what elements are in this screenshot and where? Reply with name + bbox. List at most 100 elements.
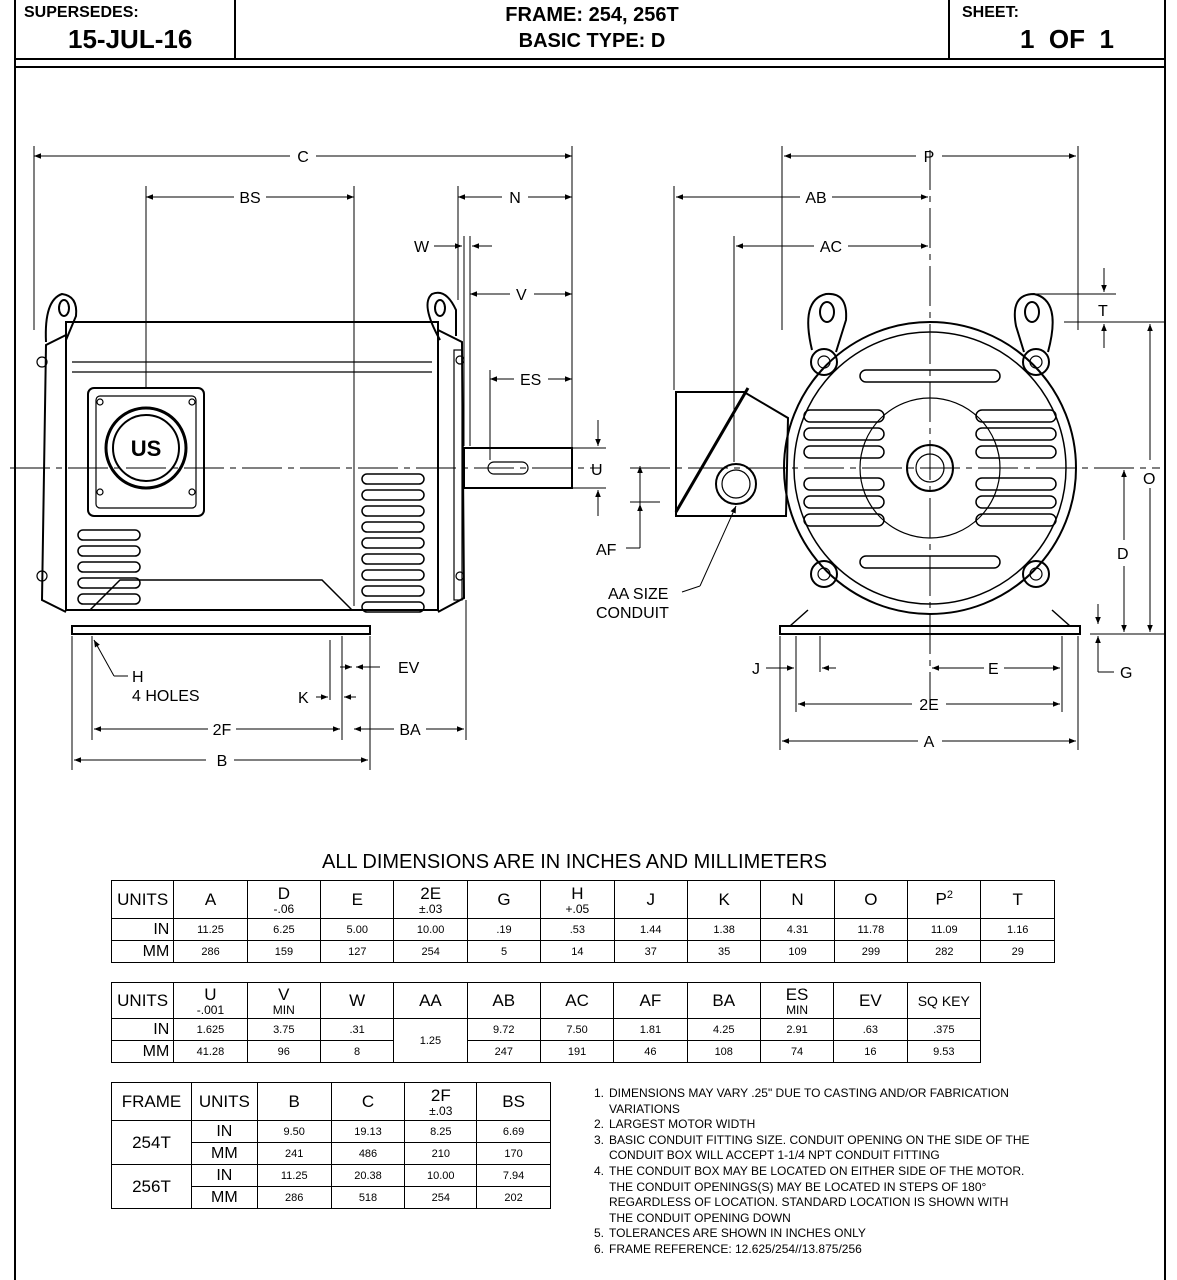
header-units: UNITS <box>190 1082 258 1121</box>
value-cell: 8.25 <box>404 1120 478 1143</box>
value-cell: 10.00 <box>393 918 468 941</box>
dim-label-4-holes: 4 HOLES <box>132 688 200 705</box>
frame-cell-256t: 256T <box>111 1164 192 1209</box>
header-ac: AC <box>539 982 615 1019</box>
dim-label-o: O <box>1143 471 1155 488</box>
table-row: IN 11.25 6.25 5.00 10.00 .19 .53 1.44 1.… <box>110 918 1055 941</box>
sheet-label: SHEET: <box>962 4 1019 21</box>
header-c: C <box>330 1082 406 1121</box>
value-cell: .375 <box>906 1018 982 1041</box>
unit-cell: MM <box>110 940 175 963</box>
unit-cell: IN <box>190 1120 258 1143</box>
table-header-row: UNITS A D-.06 E 2E±.03 G H+.05 J K N O P… <box>110 880 1055 919</box>
header-units: UNITS <box>110 982 175 1019</box>
unit-cell: MM <box>110 1040 175 1063</box>
value-cell: 2.91 <box>759 1018 835 1041</box>
value-cell: 6.69 <box>476 1120 551 1143</box>
title-block: SUPERSEDES: 15-JUL-16 FRAME: 254, 256T B… <box>14 0 1166 60</box>
value-cell: 518 <box>330 1186 406 1209</box>
value-cell: 41.28 <box>173 1040 248 1063</box>
basic-type-line: BASIC TYPE: D <box>518 30 666 52</box>
value-cell: 11.09 <box>907 918 982 941</box>
frame-line: FRAME: 254, 256T <box>505 4 679 26</box>
dim-label-p: P <box>924 149 935 166</box>
dim-label-2e: 2E <box>919 697 939 714</box>
value-cell: .53 <box>540 918 615 941</box>
note-item: 6.FRAME REFERENCE: 12.625/254//13.875/25… <box>594 1241 862 1256</box>
value-cell: 1.44 <box>613 918 688 941</box>
side-view <box>10 291 600 635</box>
value-cell: 282 <box>907 940 982 963</box>
value-cell: 11.25 <box>173 918 248 941</box>
value-cell: 486 <box>330 1142 406 1165</box>
sheet-border <box>14 0 1166 1280</box>
unit-cell: MM <box>190 1186 258 1209</box>
value-cell: 127 <box>320 940 395 963</box>
value-cell: 286 <box>173 940 248 963</box>
header-d: D-.06 <box>246 880 322 919</box>
value-cell: 8 <box>319 1040 395 1063</box>
header-double-rule <box>14 66 1166 68</box>
table-row: MM 241 486 210 170 <box>112 1142 551 1165</box>
value-cell: 5.00 <box>320 918 395 941</box>
dim-label-b: B <box>217 753 228 770</box>
value-cell: 16 <box>833 1040 908 1063</box>
unit-cell: MM <box>190 1142 258 1165</box>
header-a: A <box>173 880 248 919</box>
value-cell: 7.50 <box>539 1018 615 1041</box>
value-cell: 159 <box>246 940 322 963</box>
header-u: U-.001 <box>173 982 248 1019</box>
logo-text: US <box>131 436 162 461</box>
note-item: 3.BASIC CONDUIT FITTING SIZE. CONDUIT OP… <box>594 1132 1030 1163</box>
header-h: H+.05 <box>540 880 615 919</box>
supersedes-label: SUPERSEDES: <box>24 4 139 21</box>
value-cell: 286 <box>256 1186 332 1209</box>
dim-label-ac: AC <box>820 239 842 256</box>
notes-list: 1.DIMENSIONS MAY VARY .25" DUE TO CASTIN… <box>594 1086 1034 1258</box>
header-b: B <box>256 1082 332 1121</box>
value-cell: 14 <box>540 940 615 963</box>
dim-label-bs: BS <box>239 190 260 207</box>
dim-label-a: A <box>924 734 935 751</box>
header-ev: EV <box>833 982 908 1019</box>
value-cell: 247 <box>466 1040 541 1063</box>
header-units: UNITS <box>110 880 175 919</box>
unit-cell: IN <box>110 1018 175 1041</box>
table-row: MM 286 159 127 254 5 14 37 35 109 299 28… <box>110 940 1055 963</box>
dim-label-af: AF <box>596 542 617 559</box>
value-cell: 254 <box>404 1186 478 1209</box>
dim-label-es: ES <box>520 372 541 389</box>
value-cell: 1.16 <box>980 918 1055 941</box>
note-item: 4.THE CONDUIT BOX MAY BE LOCATED ON EITH… <box>594 1163 1025 1225</box>
value-cell: .19 <box>466 918 542 941</box>
table-row: 256T IN 11.25 20.38 10.00 7.94 <box>111 1164 551 1209</box>
header-t: T <box>980 880 1055 919</box>
value-cell: 11.25 <box>256 1164 332 1187</box>
value-cell: .31 <box>319 1018 395 1041</box>
header-frame: FRAME <box>111 1082 192 1121</box>
value-cell: 37 <box>613 940 688 963</box>
unit-cell: IN <box>110 918 175 941</box>
value-cell: 191 <box>539 1040 615 1063</box>
value-cell: 241 <box>256 1142 332 1165</box>
value-cell: 202 <box>476 1186 551 1209</box>
dim-label-j: J <box>752 661 760 678</box>
dim-label-ab: AB <box>805 190 826 207</box>
end-view <box>630 150 1160 700</box>
sheet-cell: SHEET: 1 OF 1 <box>948 0 1162 60</box>
value-cell: 19.13 <box>330 1120 406 1143</box>
note-item: 1.DIMENSIONS MAY VARY .25" DUE TO CASTIN… <box>594 1086 1009 1116</box>
value-cell: .63 <box>833 1018 908 1041</box>
header-ba: BA <box>686 982 761 1019</box>
frame-table: FRAME UNITS B C 2F±.03 BS 254T IN 9.50 1… <box>111 1082 551 1209</box>
header-af: AF <box>613 982 688 1019</box>
dim-label-v: V <box>516 287 527 304</box>
dimensions-caption: ALL DIMENSIONS ARE IN INCHES AND MILLIME… <box>322 851 827 873</box>
dimension-table-1: UNITS A D-.06 E 2E±.03 G H+.05 J K N O P… <box>110 880 1055 963</box>
header-j: J <box>613 880 688 919</box>
header-g: G <box>466 880 542 919</box>
value-cell: 1.38 <box>686 918 762 941</box>
dim-label-t: T <box>1098 303 1108 320</box>
